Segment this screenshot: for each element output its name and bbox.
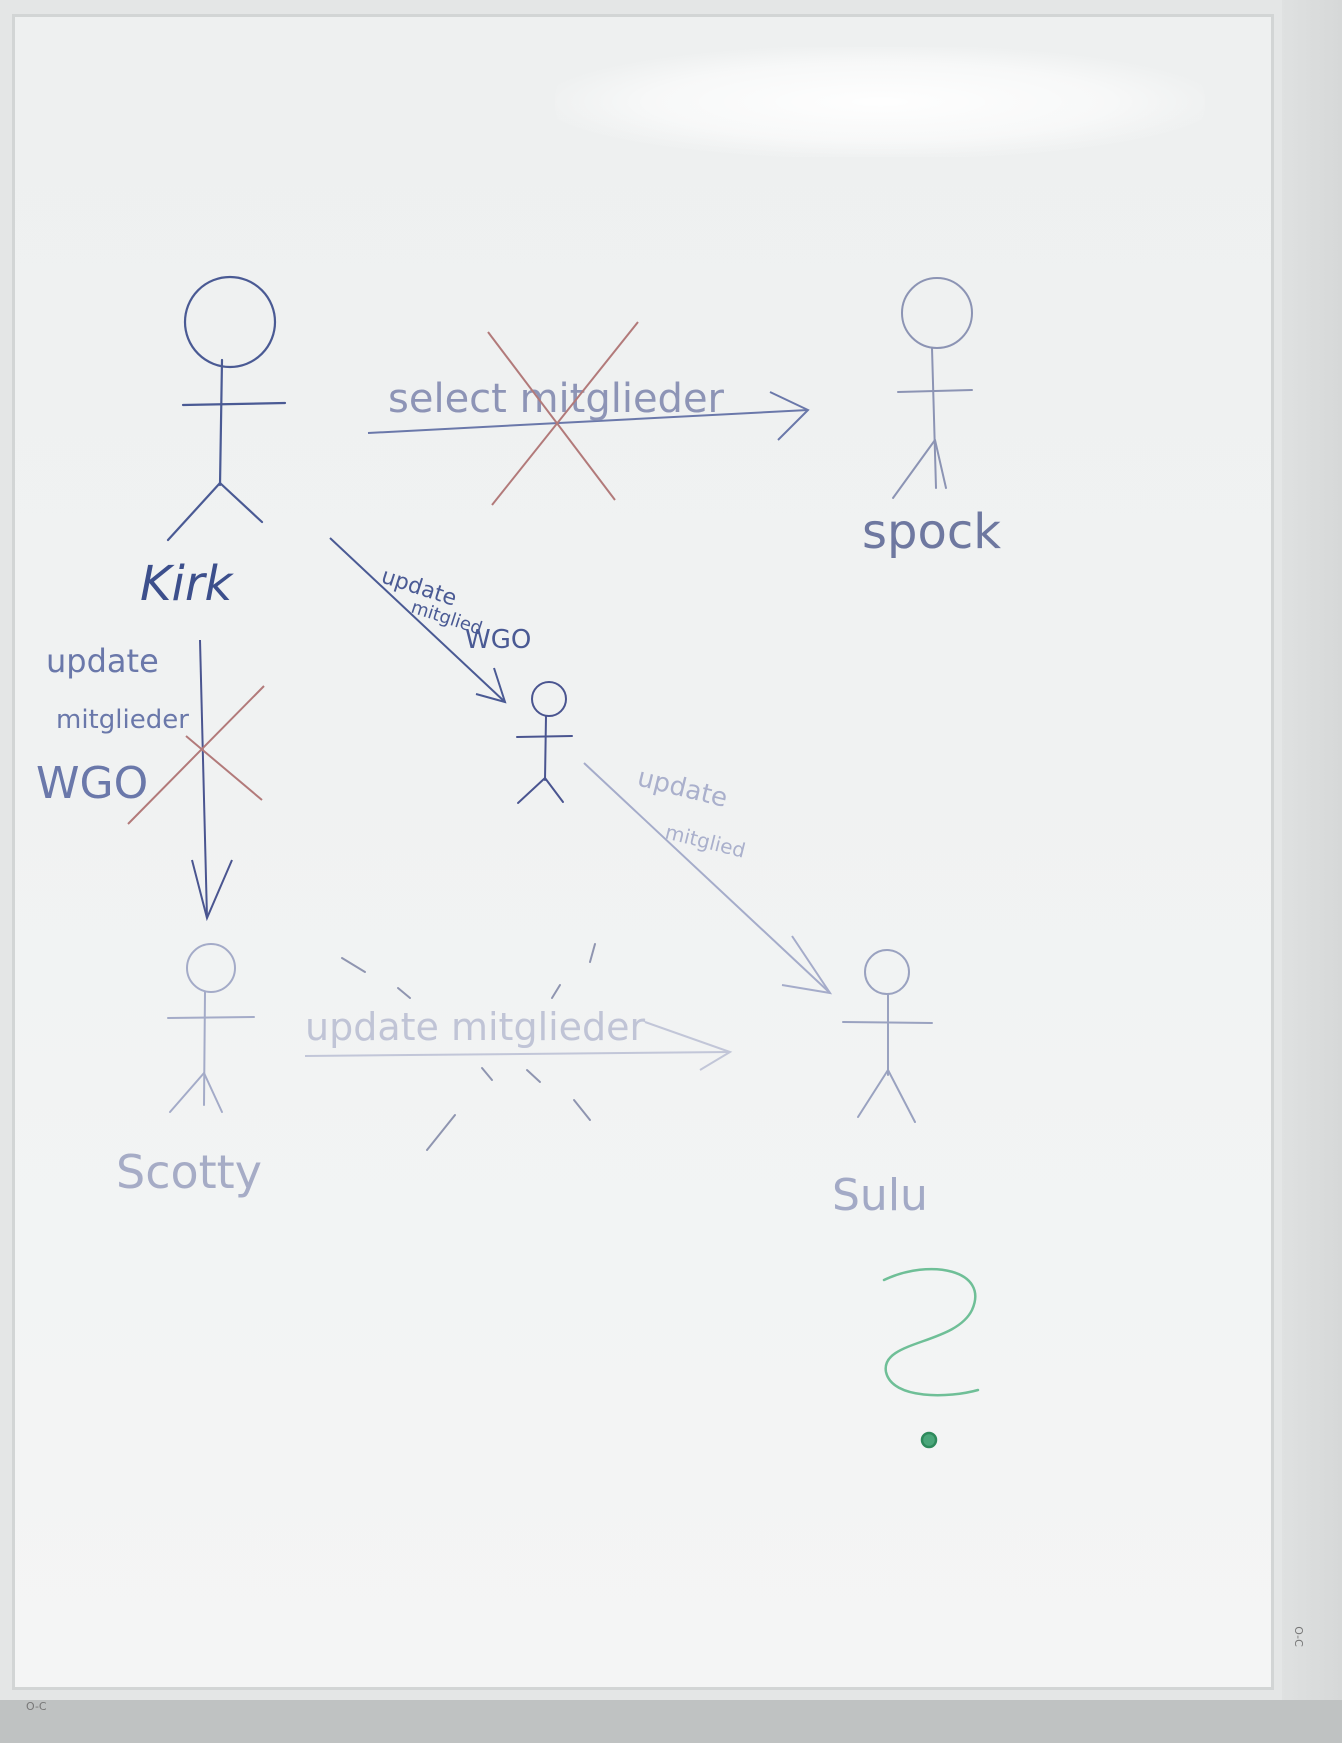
message-middle-to-sulu: update mitglied: [583, 762, 833, 995]
question-mark-dot: [920, 1431, 938, 1449]
actor-middle-head: [531, 681, 567, 717]
actor-kirk-leg-right: [218, 481, 264, 524]
message-kirk-to-scotty-line2: mitglieder: [56, 705, 189, 735]
light-glare: [555, 47, 1205, 157]
actor-scotty-body: [203, 991, 206, 1106]
marker-tray: [0, 1700, 1342, 1743]
message-kirk-to-scotty: update mitglieder WGO: [36, 639, 265, 922]
message-kirk-to-middle-line3: WGO: [465, 625, 531, 655]
actor-kirk: [166, 275, 287, 542]
actor-middle-leg-left: [517, 777, 546, 804]
actor-middle-leg-right: [544, 777, 564, 803]
burst-marks: [341, 943, 596, 1151]
actor-kirk-leg-left: [166, 481, 222, 542]
actor-middle: [516, 681, 573, 804]
actor-spock-body: [931, 347, 937, 489]
wall: [1282, 0, 1342, 1743]
actor-spock-arms: [897, 389, 973, 393]
actor-spock: [892, 277, 973, 499]
sequence-diagram: Kirk spock Scotty Sulu select mit: [36, 275, 1001, 1449]
actor-middle-body: [544, 715, 547, 781]
brand-label-bottom: O-C: [26, 1700, 47, 1713]
whiteboard-frame: [0, 0, 1288, 1711]
message-scotty-to-sulu-label: update mitglieder: [305, 1005, 646, 1049]
message-kirk-to-spock-label: select mitglieder: [388, 376, 725, 422]
actor-scotty: [167, 943, 255, 1113]
strike-line: [487, 331, 616, 501]
strike-line: [127, 685, 265, 825]
actor-sulu-leg-right: [887, 1069, 916, 1123]
actor-spock-leg-left: [892, 439, 936, 499]
actor-spock-leg-right: [934, 439, 947, 489]
message-middle-to-sulu-line1: update: [634, 763, 730, 814]
whiteboard-surface: [12, 14, 1274, 1690]
actor-scotty-arms: [167, 1016, 255, 1019]
actor-sulu-arms: [842, 1021, 933, 1024]
message-kirk-to-scotty-line3: WGO: [36, 758, 148, 809]
actor-scotty-label: Scotty: [116, 1145, 262, 1199]
actor-middle-arms: [516, 735, 573, 738]
actor-sulu-head: [864, 949, 910, 995]
actor-kirk-arms: [181, 401, 287, 407]
message-middle-to-sulu-line2: mitglied: [663, 820, 748, 863]
actor-sulu: [842, 949, 933, 1123]
actor-kirk-body: [218, 358, 224, 487]
message-kirk-to-scotty-line1: update: [46, 642, 159, 680]
actor-kirk-label: Kirk: [140, 556, 235, 612]
actor-spock-label: spock: [862, 504, 1001, 560]
actor-scotty-leg-left: [169, 1072, 205, 1113]
question-mark: [882, 1267, 980, 1449]
strike-line: [491, 321, 639, 506]
message-kirk-to-spock: select mitglieder: [367, 321, 810, 506]
message-kirk-to-middle: update mitglied WGO: [329, 537, 531, 704]
actor-spock-head: [901, 277, 973, 349]
brand-label-right: O-C: [1291, 1626, 1305, 1647]
actor-kirk-head: [183, 275, 277, 369]
actor-scotty-leg-right: [203, 1072, 223, 1113]
actor-scotty-head: [186, 943, 236, 993]
actor-sulu-label: Sulu: [832, 1170, 928, 1221]
message-scotty-to-sulu: update mitglieder: [304, 943, 733, 1151]
actor-sulu-leg-left: [857, 1069, 889, 1118]
question-mark-curve: [882, 1267, 980, 1397]
strike-line: [185, 735, 263, 801]
